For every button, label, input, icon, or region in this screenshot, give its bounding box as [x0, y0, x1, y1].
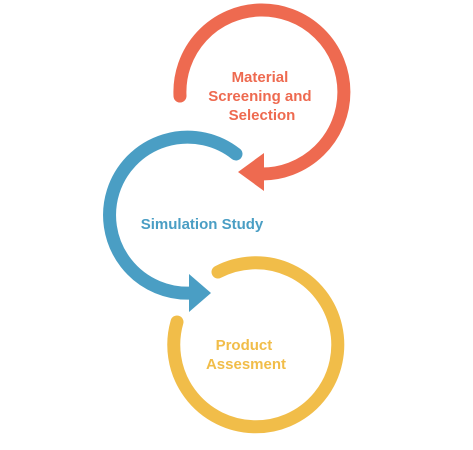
- material-screening-arc: [173, 3, 351, 181]
- simulation-study-arrowhead: [189, 274, 211, 312]
- simulation-study-label: Simulation Study: [141, 216, 264, 233]
- material-screening-arrowhead: [238, 153, 264, 191]
- simulation-study-arc: [103, 130, 243, 300]
- material-screening-label: Material Screening and Selection: [208, 69, 316, 124]
- stage-product-assessment: Product Assesment: [167, 256, 345, 434]
- stage-simulation-study: Simulation Study: [103, 130, 264, 312]
- stage-material-screening: Material Screening and Selection: [173, 3, 351, 191]
- product-assessment-label: Product Assesment: [206, 337, 286, 373]
- product-assessment-arc: [167, 256, 345, 434]
